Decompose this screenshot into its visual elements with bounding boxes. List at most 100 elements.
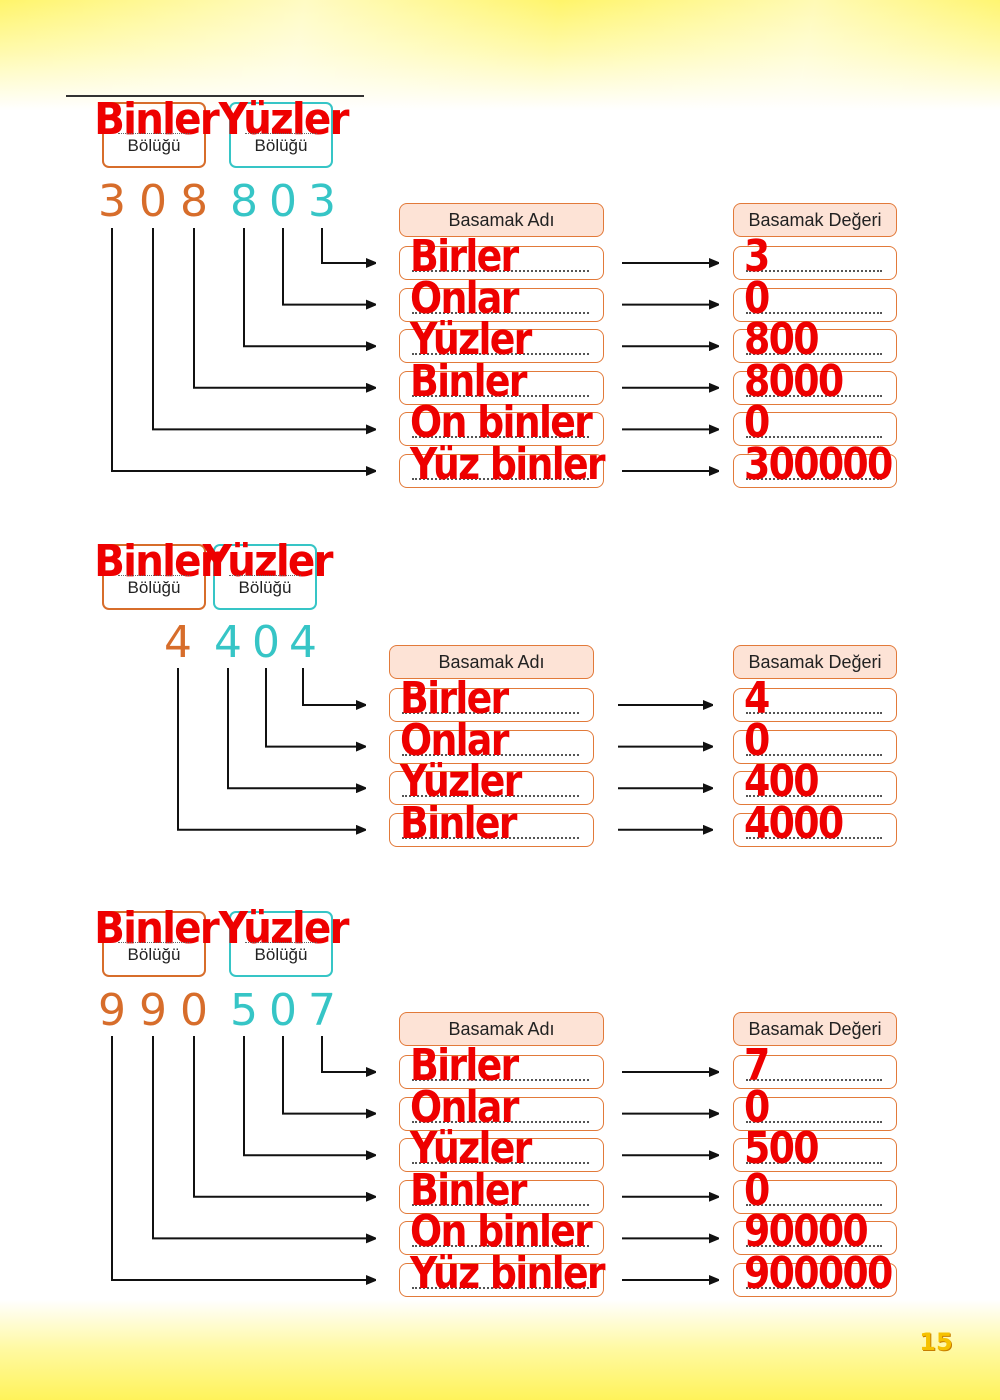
place-name-answer: Binler [400,797,517,849]
place-name-cell[interactable]: Yüz binler [399,1248,606,1299]
digit-connector-arrow [111,1036,375,1280]
dotted-line [412,1079,589,1081]
dotted-line [746,1287,882,1289]
place-name-cell[interactable]: On binler [399,397,604,448]
dotted-line [412,311,589,314]
dotted-line [402,795,579,798]
place-value-header: Basamak Değeri [733,203,897,237]
place-value-cell[interactable]: 90000 [733,1206,897,1257]
place-name-answer: Onlar [410,272,519,324]
thousands-group-title: Binler [94,94,220,145]
place-value-answer: 3 [744,231,770,282]
digit-connector-arrow [265,668,365,747]
hundreds-group-subtitle: Bölüğü [245,133,317,156]
place-name-cell[interactable]: Onlar [399,273,604,324]
dotted-line [746,478,882,480]
place-name-cell[interactable]: Yüzler [399,1123,604,1174]
place-value-cell[interactable]: 800 [733,314,897,365]
digit-connector-arrow [227,668,365,788]
place-value-answer: 0 [744,272,770,324]
hundreds-group-subtitle: Bölüğü [245,942,317,965]
hundreds-digit: 7 [308,985,336,1036]
place-name-header: Basamak Adı [389,645,594,679]
place-name-cell[interactable]: On binler [399,1206,604,1257]
dotted-line [746,270,882,272]
dotted-line [746,1162,882,1165]
place-value-cell[interactable]: 300000 [733,439,897,490]
place-value-answer: 4 [744,673,770,724]
dotted-line [746,311,882,314]
digit-connector-arrow [152,228,375,429]
digit-connector-arrow [243,1036,375,1155]
place-value-cell[interactable]: 0 [733,1082,897,1133]
digit-connector-arrow [302,668,365,705]
place-value-answer: 90000 [744,1206,869,1258]
place-value-answer: 500 [744,1123,820,1175]
place-value-answer: 4000 [744,797,844,849]
place-name-cell[interactable]: Birler [389,673,594,724]
place-value-cell[interactable]: 0 [733,715,897,766]
place-value-cell[interactable]: 3 [733,231,897,282]
place-value-cell[interactable]: 4000 [733,798,897,849]
place-name-header: Basamak Adı [399,203,604,237]
dotted-line [402,712,579,714]
hundreds-group-title: Yüzler [218,94,350,145]
place-name-answer: Onlar [400,714,509,766]
place-value-cell[interactable]: 0 [733,397,897,448]
place-name-answer: Birler [410,1040,519,1091]
place-name-cell[interactable]: Onlar [399,1082,604,1133]
dotted-line [746,1120,882,1123]
place-name-answer: Birler [400,673,509,724]
place-value-cell[interactable]: 7 [733,1040,897,1091]
place-name-answer: Yüzler [410,1123,532,1175]
place-value-cell[interactable]: 8000 [733,356,897,407]
hundreds-digit: 4 [289,617,317,668]
place-value-answer: 300000 [744,439,893,490]
dotted-line [412,394,589,397]
place-value-cell[interactable]: 0 [733,273,897,324]
place-value-cell[interactable]: 500 [733,1123,897,1174]
dotted-line [746,712,882,714]
place-value-cell[interactable]: 900000 [733,1248,897,1299]
place-value-cell[interactable]: 400 [733,756,897,807]
place-name-cell[interactable]: Yüz binler [399,439,606,490]
digit-connector-arrow [152,1036,375,1238]
place-value-cell[interactable]: 0 [733,1165,897,1216]
hundreds-group-title: Yüzler [202,536,334,587]
dotted-line [412,1287,589,1289]
digit-connector-arrow [282,228,375,305]
place-name-cell[interactable]: Yüzler [389,756,594,807]
dotted-line [412,353,589,356]
place-name-cell[interactable]: Onlar [389,715,594,766]
dotted-line [412,478,589,480]
thousands-digit: 4 [164,617,192,668]
dotted-line [746,1079,882,1081]
place-name-cell[interactable]: Binler [389,798,594,849]
digit-connector-arrow [177,668,365,830]
place-value-answer: 8000 [744,355,844,407]
place-name-cell[interactable]: Binler [399,1165,604,1216]
thousands-digit: 8 [180,176,208,227]
dotted-line [412,1245,589,1248]
hundreds-digit: 3 [308,176,336,227]
place-name-answer: Yüz binler [410,439,606,490]
digit-connector-arrow [321,1036,375,1072]
dotted-line [402,753,579,756]
place-name-cell[interactable]: Binler [399,356,604,407]
thousands-digit: 9 [139,985,167,1036]
dotted-line [746,394,882,397]
dotted-line [746,1203,882,1206]
place-name-answer: Yüzler [410,314,532,366]
place-value-cell[interactable]: 4 [733,673,897,724]
place-value-answer: 7 [744,1040,770,1091]
place-name-cell[interactable]: Yüzler [399,314,604,365]
place-name-cell[interactable]: Birler [399,231,604,282]
place-name-answer: Binler [410,1164,527,1216]
place-name-cell[interactable]: Birler [399,1040,604,1091]
dotted-line [402,836,579,839]
